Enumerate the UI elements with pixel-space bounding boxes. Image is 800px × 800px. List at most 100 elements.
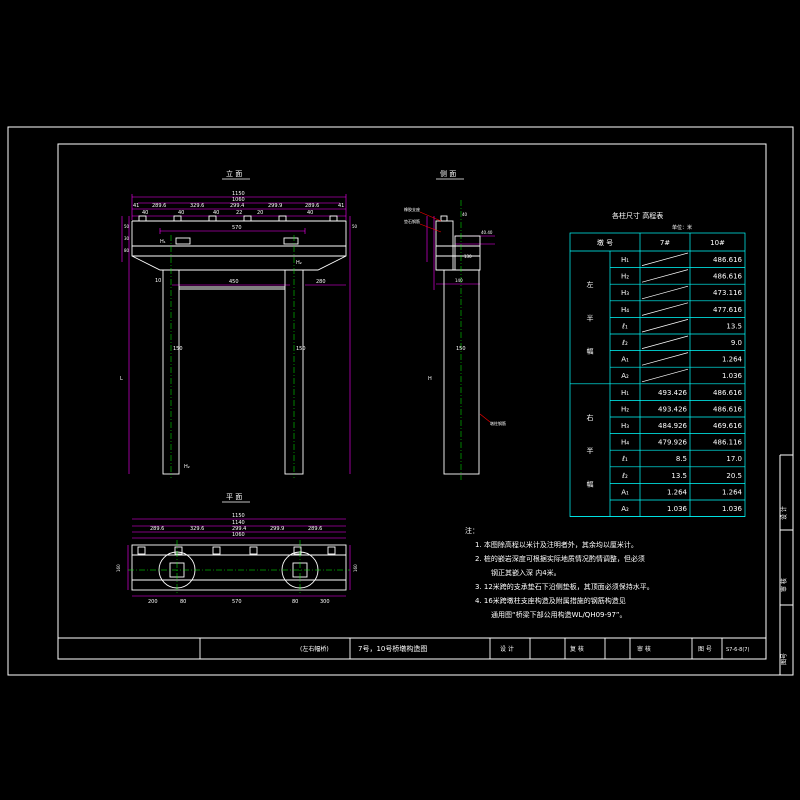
note-3: 3. 12米跨的支承垫石下沿侧垫板，其顶面必须保持水平。 — [475, 582, 654, 591]
table-row-label: ℓ₂ — [621, 472, 628, 480]
table-value-10: 9.0 — [731, 339, 742, 347]
plan-dim-seg4: 299.9 — [270, 526, 284, 532]
elev-offset-10: 10 — [155, 278, 161, 284]
table-row-label: ℓ₂ — [621, 339, 628, 347]
elevation-dimension-lines — [121, 194, 351, 474]
side-review-label: 审 核 — [780, 578, 788, 592]
plan-view: 平 面 1150 1140 1060 289.6 329.6 299.4 299… — [116, 493, 358, 605]
table-row-label: ℓ₁ — [621, 455, 628, 463]
elev-dim-40a: 40 — [142, 210, 148, 216]
elev-dim-inner: 1060 — [232, 197, 245, 203]
table-row-label: ℓ₁ — [621, 322, 628, 330]
elev-dim-total: 1150 — [232, 191, 245, 197]
table-group-label: 半 — [587, 313, 594, 322]
table-row-label: H₂ — [621, 273, 629, 281]
plan-dim-inner1: 1140 — [232, 520, 245, 526]
side-dim-w1: 40 — [462, 212, 468, 217]
elev-dim-40c: 40 — [213, 210, 219, 216]
elev-dim-20: 20 — [257, 210, 263, 216]
side-dim-h: H — [428, 376, 432, 382]
plan-dim-b4: 80 — [292, 599, 298, 605]
plan-dim-b2: 80 — [180, 599, 186, 605]
elev-col-width-right: 150 — [296, 346, 306, 352]
side-dim-w4: 140 — [455, 278, 463, 283]
table-header-7: 7# — [660, 239, 670, 247]
table-value-10: 473.116 — [713, 289, 742, 297]
table-diagonal-blank — [641, 302, 689, 316]
table-value-10: 13.5 — [726, 322, 742, 330]
table-diagonal-blank — [641, 368, 689, 383]
elev-dim-bearing-span: 570 — [232, 225, 242, 231]
table-row-label: H₃ — [621, 289, 629, 297]
table-value-7: 1.264 — [667, 488, 688, 496]
side-design-label: 设 计 — [780, 506, 788, 520]
plan-dim-seg2: 329.6 — [190, 526, 204, 532]
plan-dim-b3: 570 — [232, 599, 242, 605]
side-dim-w3: 130 — [464, 254, 472, 259]
elev-label-H2-right: H₂ — [296, 260, 302, 266]
side-view: 侧 面 橡胶支座 垫石钢筋 墩柱钢筋 40 4 — [404, 169, 506, 480]
table-title: 各柱尺寸 高程表 — [612, 211, 663, 220]
table-value-10: 1.264 — [722, 488, 743, 496]
note-4a: 4. 16米跨墩柱支座构造及附属措施的钢筋构造见 — [475, 596, 626, 605]
plan-dim-side-h: 160 — [116, 564, 121, 572]
side-dim-w2: 40.40 — [481, 230, 493, 235]
table-row-label: A₁ — [621, 488, 629, 496]
elev-dim-40b: 40 — [178, 210, 184, 216]
elev-label-H2-left: H₂ — [184, 464, 190, 470]
title-number-label: 图 号 — [698, 646, 712, 653]
table-value-10: 469.616 — [713, 422, 742, 430]
table-row-label: A₂ — [621, 372, 629, 380]
side-label-column-rebar: 墩柱钢筋 — [490, 420, 506, 426]
table-value-10: 486.616 — [713, 389, 742, 397]
plan-dim-side-h2: 160 — [353, 564, 358, 572]
table-unit: 单位：米 — [672, 224, 692, 231]
side-number-label: 图号 — [781, 653, 788, 665]
elevation-title: 立 面 — [226, 169, 242, 178]
table-row-label: H₁ — [621, 389, 629, 397]
table-header-pier: 墩 号 — [597, 238, 613, 247]
elev-dim-right-end: 41 — [338, 203, 344, 209]
elev-dim-22: 22 — [236, 210, 242, 216]
title-design: 设 计 — [500, 645, 514, 653]
table-value-7: 479.926 — [658, 439, 687, 447]
side-dim-col: 150 — [456, 346, 466, 352]
elev-dim-cap-h1: 50 — [124, 224, 130, 229]
table-value-10: 486.616 — [713, 256, 742, 264]
title-project: (左右幅桥) — [300, 645, 329, 653]
table-value-7: 493.426 — [658, 405, 687, 413]
table-value-10: 1.036 — [722, 505, 743, 513]
plan-dim-b5: 300 — [320, 599, 330, 605]
elev-dim-cap-h2: 30 — [124, 236, 130, 241]
table-group-label: 右 — [587, 413, 594, 422]
table-row-label: H₃ — [621, 422, 629, 430]
title-check: 复 核 — [570, 645, 584, 653]
table-value-10: 486.616 — [713, 405, 742, 413]
elev-dim-seg2: 329.6 — [190, 203, 204, 209]
table-value-7: 13.5 — [671, 472, 687, 480]
elev-dim-40d: 40 — [307, 210, 313, 216]
notes: 注： 1. 本图除高程以米计及注明者外，其余均以厘米计。 2. 桩的嵌岩深度可根… — [465, 526, 654, 619]
table-row-label: H₂ — [621, 405, 629, 413]
table-group-label: 幅 — [587, 347, 594, 356]
table-value-10: 1.036 — [722, 372, 743, 380]
table-group-label: 左 — [587, 280, 594, 289]
note-2b: 钢正其嵌入深 内4米。 — [491, 568, 561, 577]
title-number-value: S7-6-8(7) — [726, 647, 749, 653]
plan-dim-seg1: 289.6 — [150, 526, 164, 532]
elev-dim-left-end: 41 — [133, 203, 139, 209]
note-4b: 通用图“桥梁下部公用构造WL/QH09-97”。 — [491, 610, 627, 619]
table-value-10: 486.616 — [713, 273, 742, 281]
plan-dim-inner2: 1060 — [232, 532, 245, 538]
table-row-label: H₁ — [621, 256, 629, 264]
table-diagonal-blank — [641, 269, 689, 283]
table-value-7: 8.5 — [676, 455, 687, 463]
table-value-7: 484.926 — [658, 422, 687, 430]
plan-dim-b1: 200 — [148, 599, 158, 605]
table-value-10: 1.264 — [722, 356, 743, 364]
side-label-pad-rebar: 垫石钢筋 — [404, 218, 420, 224]
